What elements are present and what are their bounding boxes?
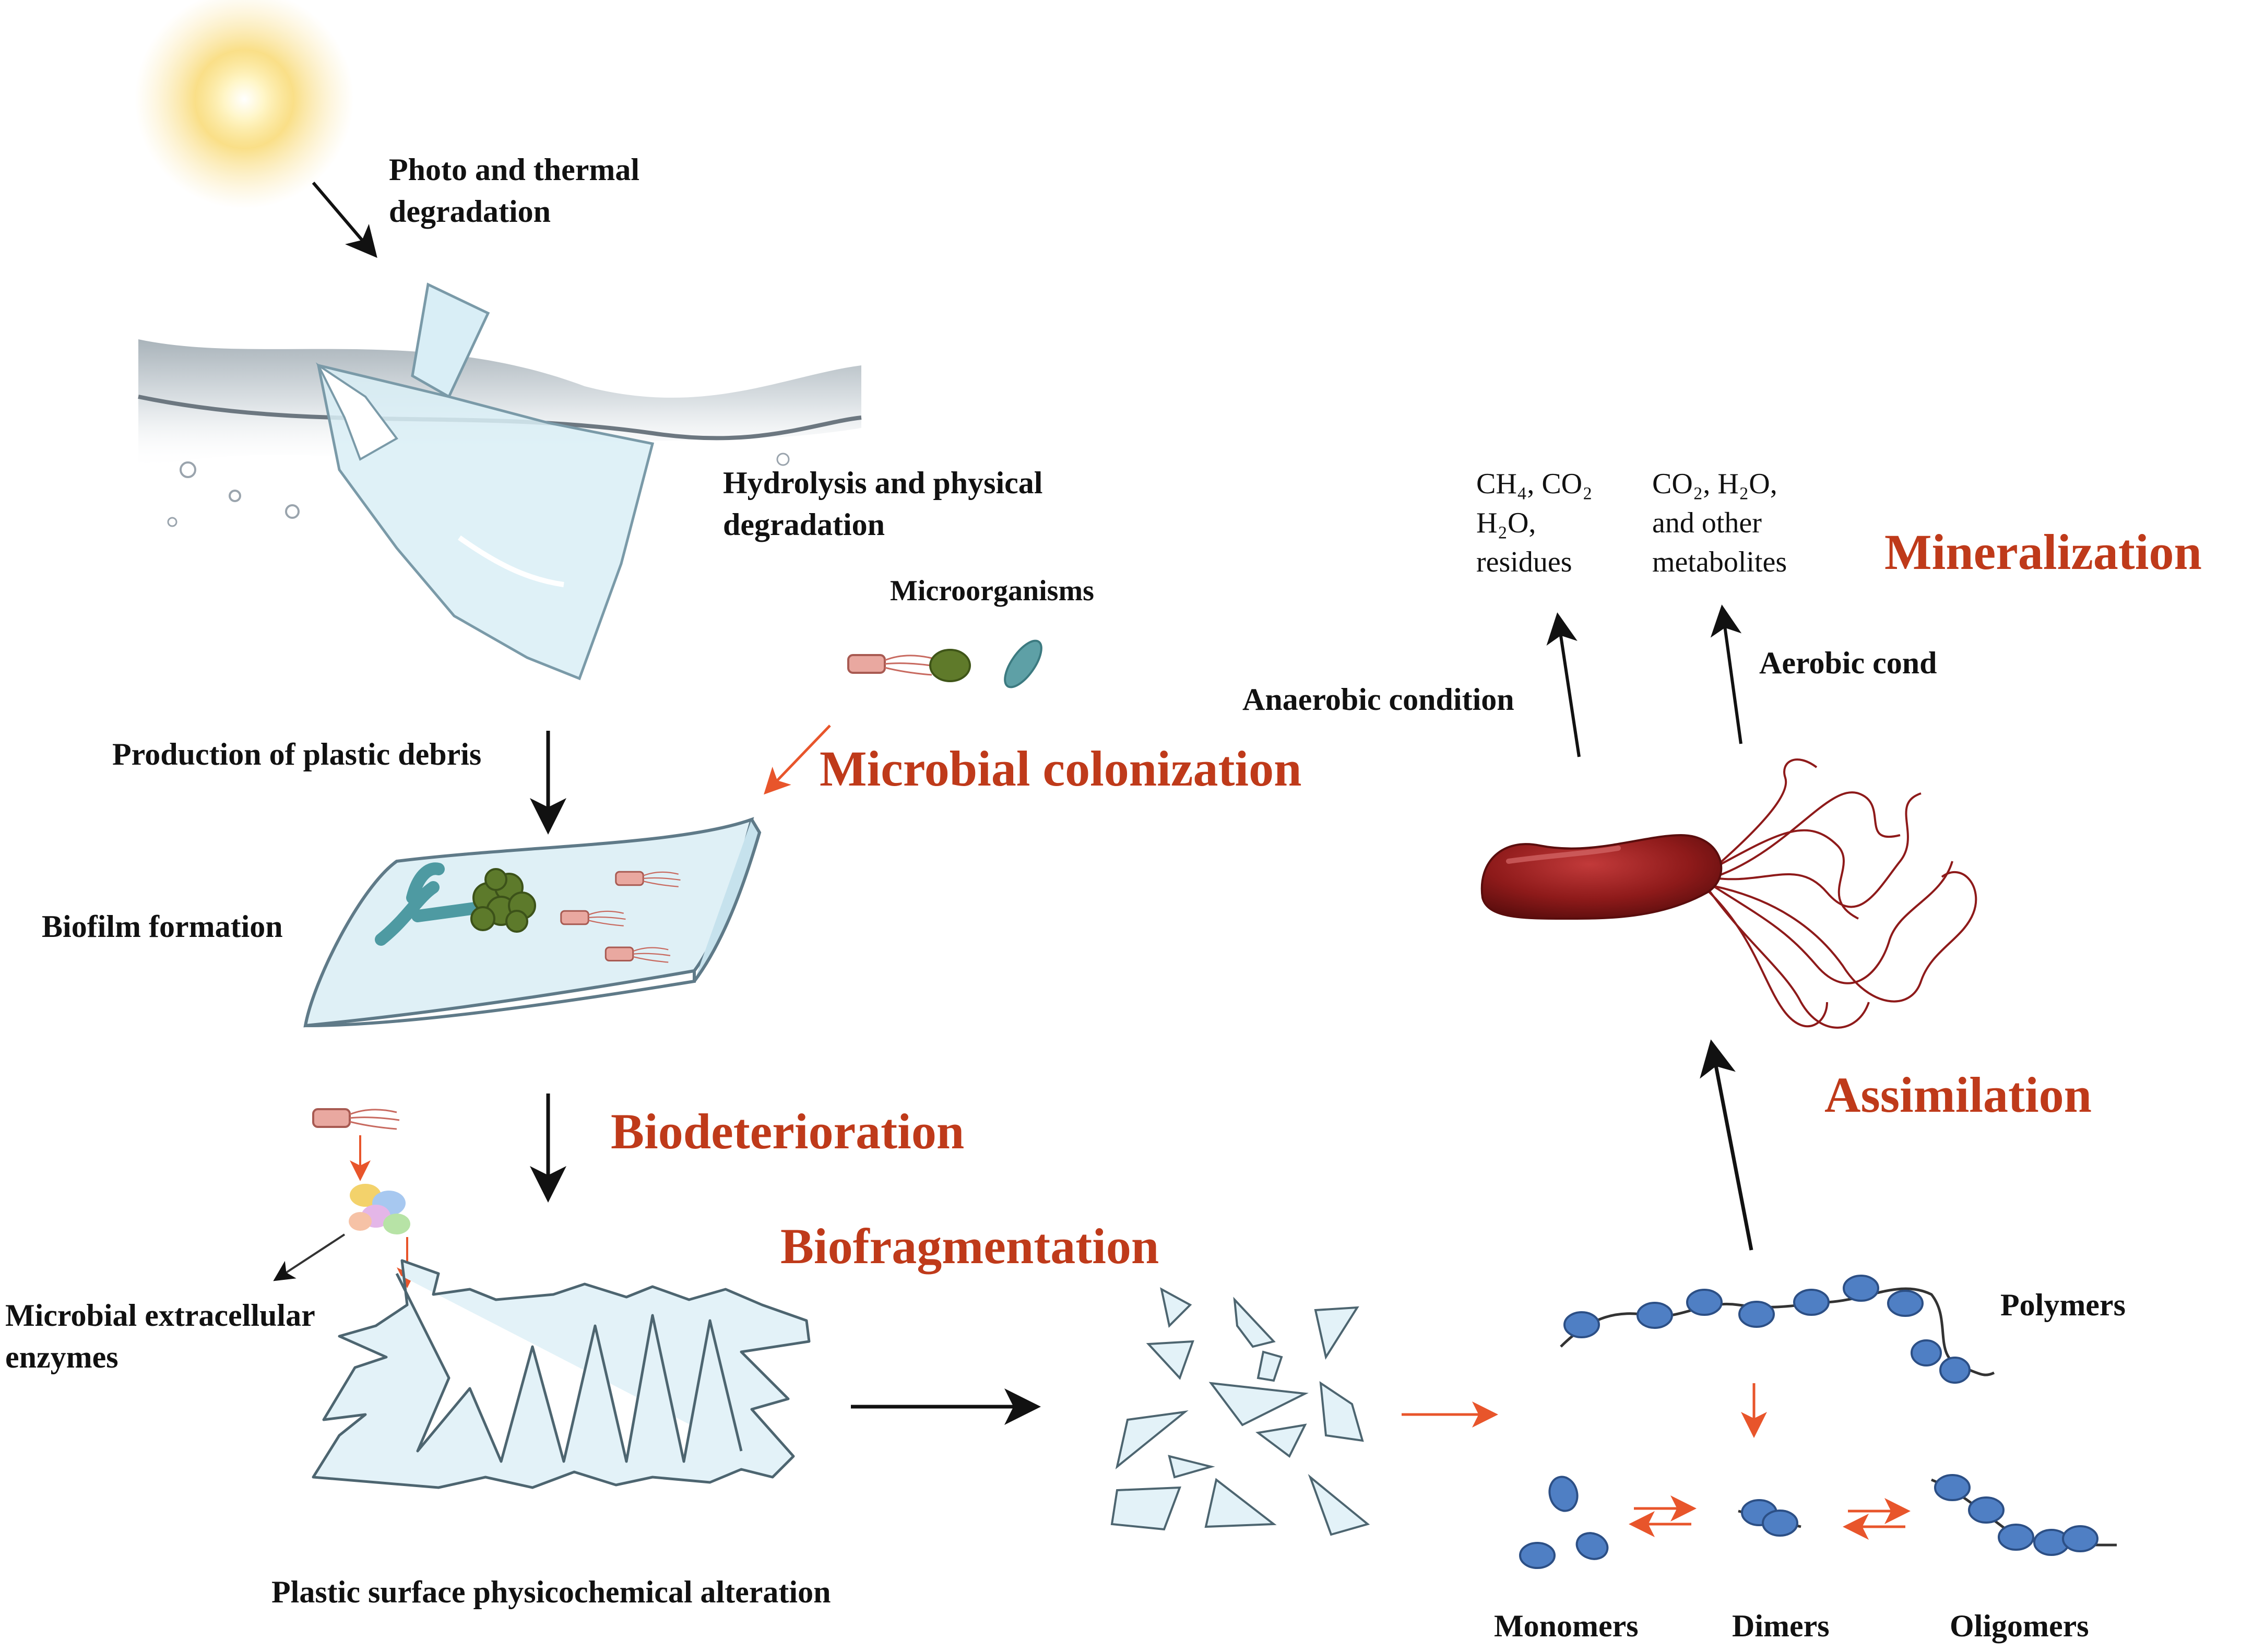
anaerobic-arrow xyxy=(1546,612,1581,757)
cracked-plastic-surface xyxy=(312,1259,811,1489)
anaerobic-products-line1: CH₄, CO₂ xyxy=(1476,468,1593,500)
rod-bacterium-icon xyxy=(847,654,935,676)
monomers-label: Monomers xyxy=(1494,1609,1639,1643)
anaerobic-products-line3: residues xyxy=(1476,546,1572,578)
secreting-bacterium-icon xyxy=(312,1108,400,1130)
sun-icon xyxy=(135,0,354,209)
biofilm-label: Biofilm formation xyxy=(42,909,283,944)
production-label: Production of plastic debris xyxy=(112,737,481,771)
monomers-group xyxy=(1519,1476,1609,1569)
surface-alteration-label: Plastic surface physicochemical alterati… xyxy=(271,1575,831,1609)
oligomer-chain xyxy=(1931,1474,2117,1556)
oligomers-label: Oligomers xyxy=(1950,1609,2089,1643)
enzymes-label-line2: enzymes xyxy=(5,1340,118,1374)
aerobic-products-line2: and other xyxy=(1652,507,1762,539)
colonization-arrow xyxy=(764,724,831,795)
assimilation-arrow xyxy=(1700,1039,1753,1251)
plastic-bag-icon xyxy=(315,282,655,681)
polymer-chain xyxy=(1560,1275,1995,1384)
hydrolysis-label-line2: degradation xyxy=(723,507,885,542)
hydrolysis-label-line1: Hydrolysis and physical xyxy=(723,466,1042,500)
plastic-sheet-biofilm xyxy=(303,817,762,1028)
dimers-label: Dimers xyxy=(1732,1609,1830,1643)
anaerobic-products-line2: H₂O, xyxy=(1476,507,1536,539)
coccus-microbe-icon xyxy=(929,649,971,682)
plastic-fragments xyxy=(1110,1287,1370,1536)
enzymes-label-line1: Microbial extracellular xyxy=(5,1298,315,1333)
enzyme-cluster-icon xyxy=(349,1184,410,1234)
aerobic-label: Aerobic cond xyxy=(1759,646,1937,680)
stage-assimilation: Assimilation xyxy=(1824,1067,2092,1123)
dimer-icon xyxy=(1738,1499,1801,1537)
enzymes-pointer xyxy=(273,1233,346,1281)
stage-biodeterioration: Biodeterioration xyxy=(611,1103,964,1159)
vibrio-microbe-icon xyxy=(1004,639,1042,688)
photo-degradation-label-line2: degradation xyxy=(389,194,551,229)
stage-microbial-colonization: Microbial colonization xyxy=(820,741,1301,797)
sunlight-arrow xyxy=(312,182,377,258)
anaerobic-label: Anaerobic condition xyxy=(1242,682,1514,717)
stage-biofragmentation: Biofragmentation xyxy=(780,1218,1159,1274)
aerobic-products-line1: CO₂, H₂O, xyxy=(1652,468,1777,500)
aerobic-products-line3: metabolites xyxy=(1652,546,1787,578)
aerobic-arrow xyxy=(1710,604,1742,744)
bacterium-icon xyxy=(1480,758,1977,1029)
equilibrium-arrows-left xyxy=(1629,1495,1697,1537)
polymers-label: Polymers xyxy=(2000,1288,2126,1322)
equilibrium-arrows-right xyxy=(1843,1498,1911,1540)
stage-mineralization: Mineralization xyxy=(1884,524,2202,580)
microorganisms-label: Microorganisms xyxy=(890,575,1094,607)
photo-degradation-label-line1: Photo and thermal xyxy=(389,152,639,187)
